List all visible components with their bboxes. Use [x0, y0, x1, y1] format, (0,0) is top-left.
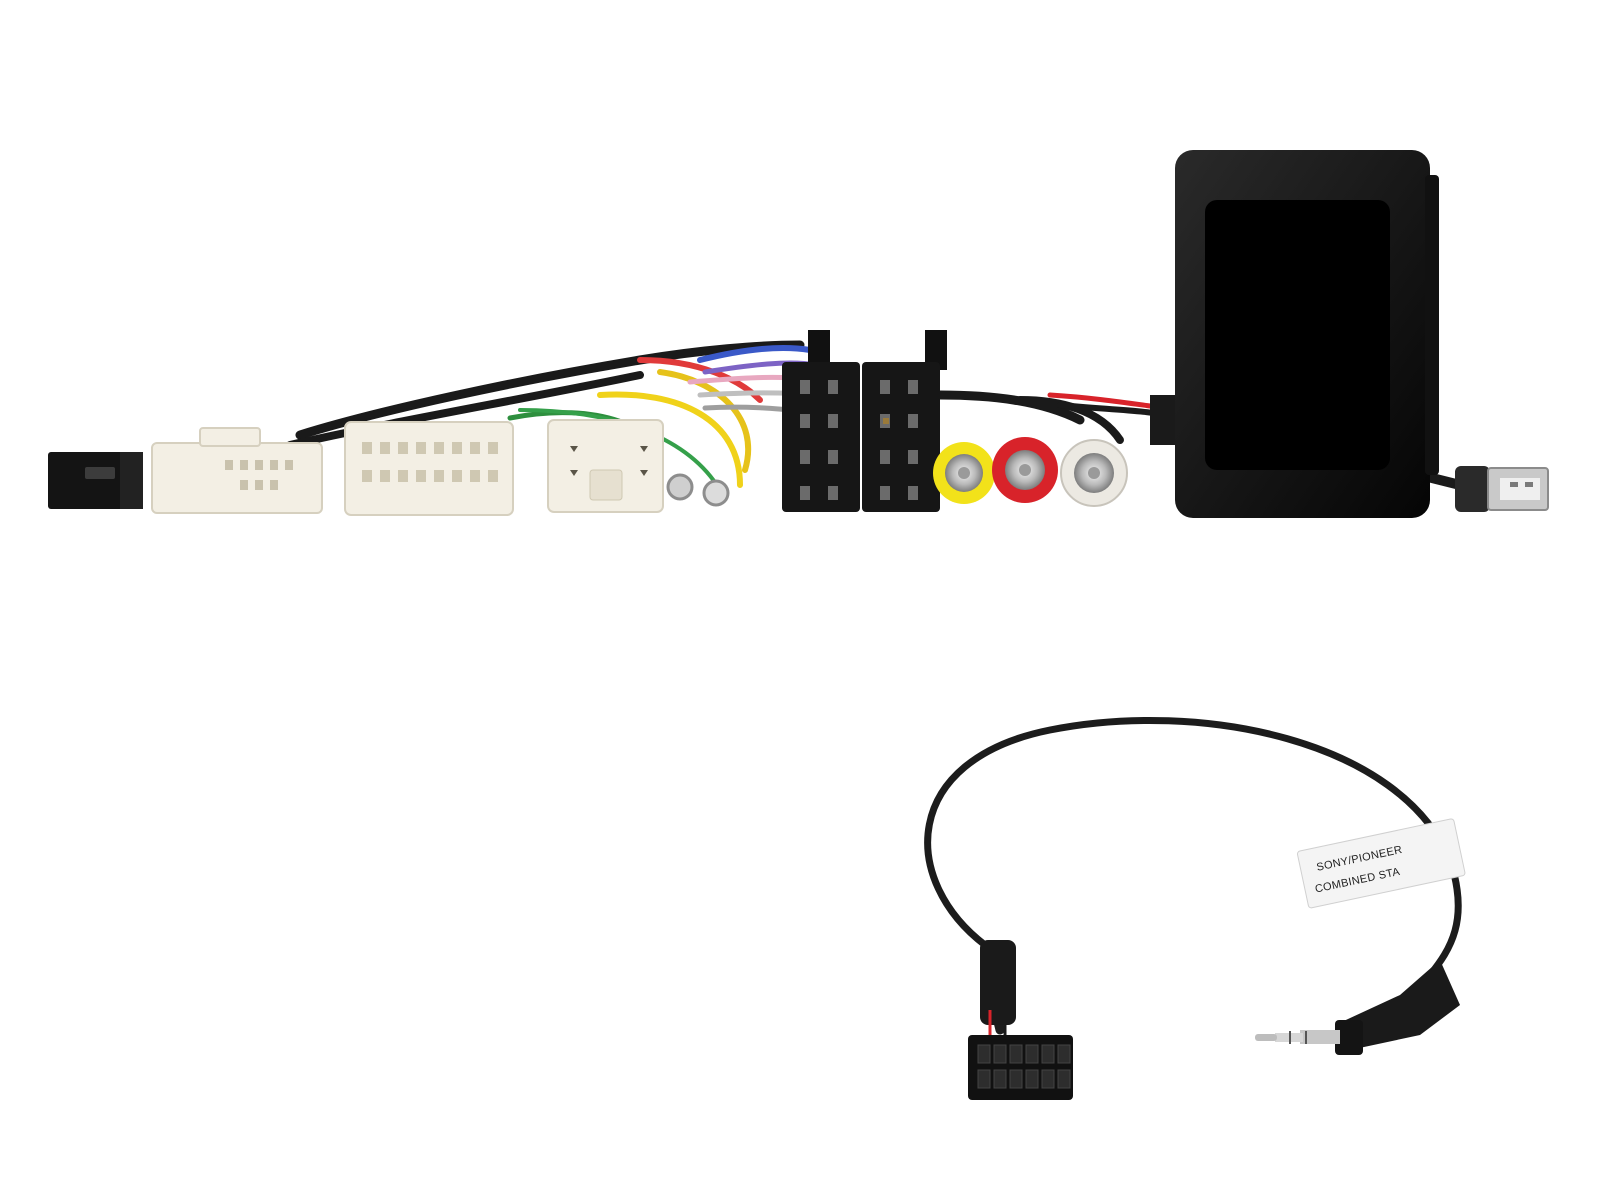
control-box: [1150, 150, 1439, 518]
lead-wire-bundle: [980, 940, 1016, 1040]
white-connector-large: [344, 421, 514, 516]
rca-plug-red: [992, 437, 1058, 503]
rca-plug-white: [1060, 439, 1128, 507]
lead-label-tag: SONY/PIONEER COMBINED STA: [1296, 818, 1466, 909]
ring-terminals: [666, 473, 730, 507]
multi-pin-connector: [968, 1035, 1073, 1100]
jack-plug: [1255, 960, 1460, 1055]
white-connector-medium: [547, 419, 664, 513]
white-connector-small: [151, 427, 323, 514]
black-mini-connector: [48, 452, 143, 509]
usb-plug: [1455, 466, 1549, 512]
rca-plug-yellow: [933, 442, 995, 504]
iso-connectors: [782, 330, 947, 512]
harness-wires: [286, 340, 1465, 492]
